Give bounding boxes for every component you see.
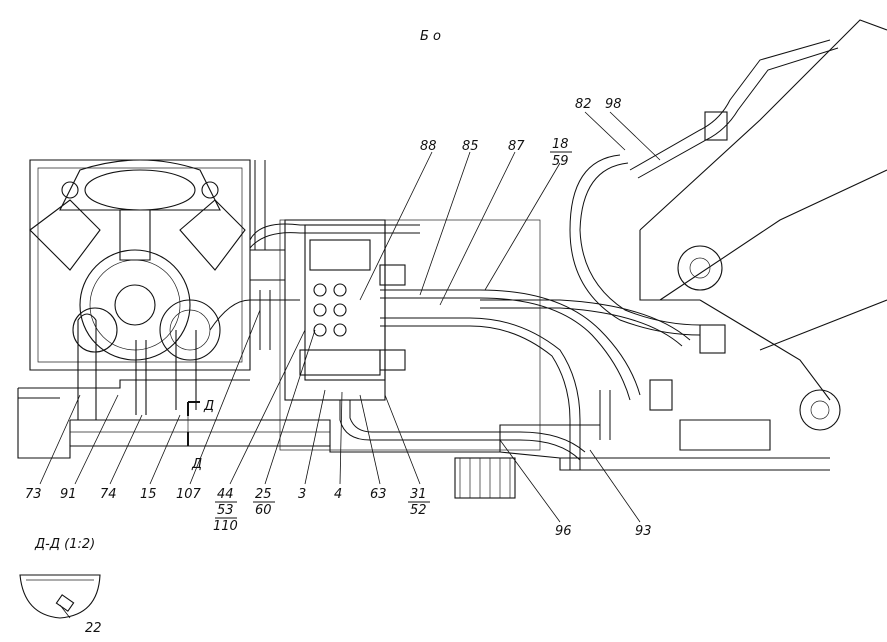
callout-88: 88 [420, 139, 437, 154]
callout-60: 60 [255, 503, 272, 518]
hoses [209, 160, 691, 470]
callout-107: 107 [176, 487, 202, 502]
leaders-top [359, 111, 661, 306]
callouts-bottom: 73 91 74 15 107 44 53 110 25 60 3 4 63 3… [25, 487, 652, 636]
callout-22: 22 [85, 621, 102, 636]
front-pipes [77, 313, 197, 420]
callout-73: 73 [25, 487, 42, 502]
callout-25: 25 [255, 487, 272, 502]
callout-82: 82 [575, 97, 592, 112]
frame [17, 379, 830, 471]
callout-91: 91 [60, 487, 77, 502]
callout-93: 93 [635, 524, 652, 539]
callout-110: 110 [213, 519, 238, 534]
callout-53: 53 [217, 503, 234, 518]
callout-87: 87 [508, 139, 525, 154]
callout-98: 98 [605, 97, 622, 112]
callout-18: 18 [552, 137, 569, 152]
callout-52: 52 [410, 503, 427, 518]
callout-3: 3 [298, 487, 306, 502]
callout-31: 31 [410, 487, 427, 502]
section-title: Д-Д (1:2) [34, 537, 95, 552]
leaders-bottom [39, 309, 641, 619]
callout-44: 44 [217, 487, 234, 502]
view-title: Б о [420, 29, 441, 44]
callout-74: 74 [100, 487, 117, 502]
bottom-gear [454, 457, 516, 499]
callouts-top: 88 85 87 18 59 82 98 [420, 97, 622, 169]
callout-59: 59 [552, 154, 569, 169]
callout-63: 63 [370, 487, 387, 502]
boom [569, 19, 887, 431]
section-view: Д-Д (1:2) [19, 537, 101, 619]
callout-96: 96 [555, 524, 572, 539]
callout-4: 4 [334, 487, 342, 502]
callout-15: 15 [140, 487, 157, 502]
section-mark-top: Д [203, 399, 214, 414]
section-mark-bottom: Д [191, 457, 202, 472]
valve-block [250, 219, 541, 451]
engine [29, 159, 251, 371]
section-marks: Д Д [187, 399, 214, 472]
callout-85: 85 [462, 139, 479, 154]
